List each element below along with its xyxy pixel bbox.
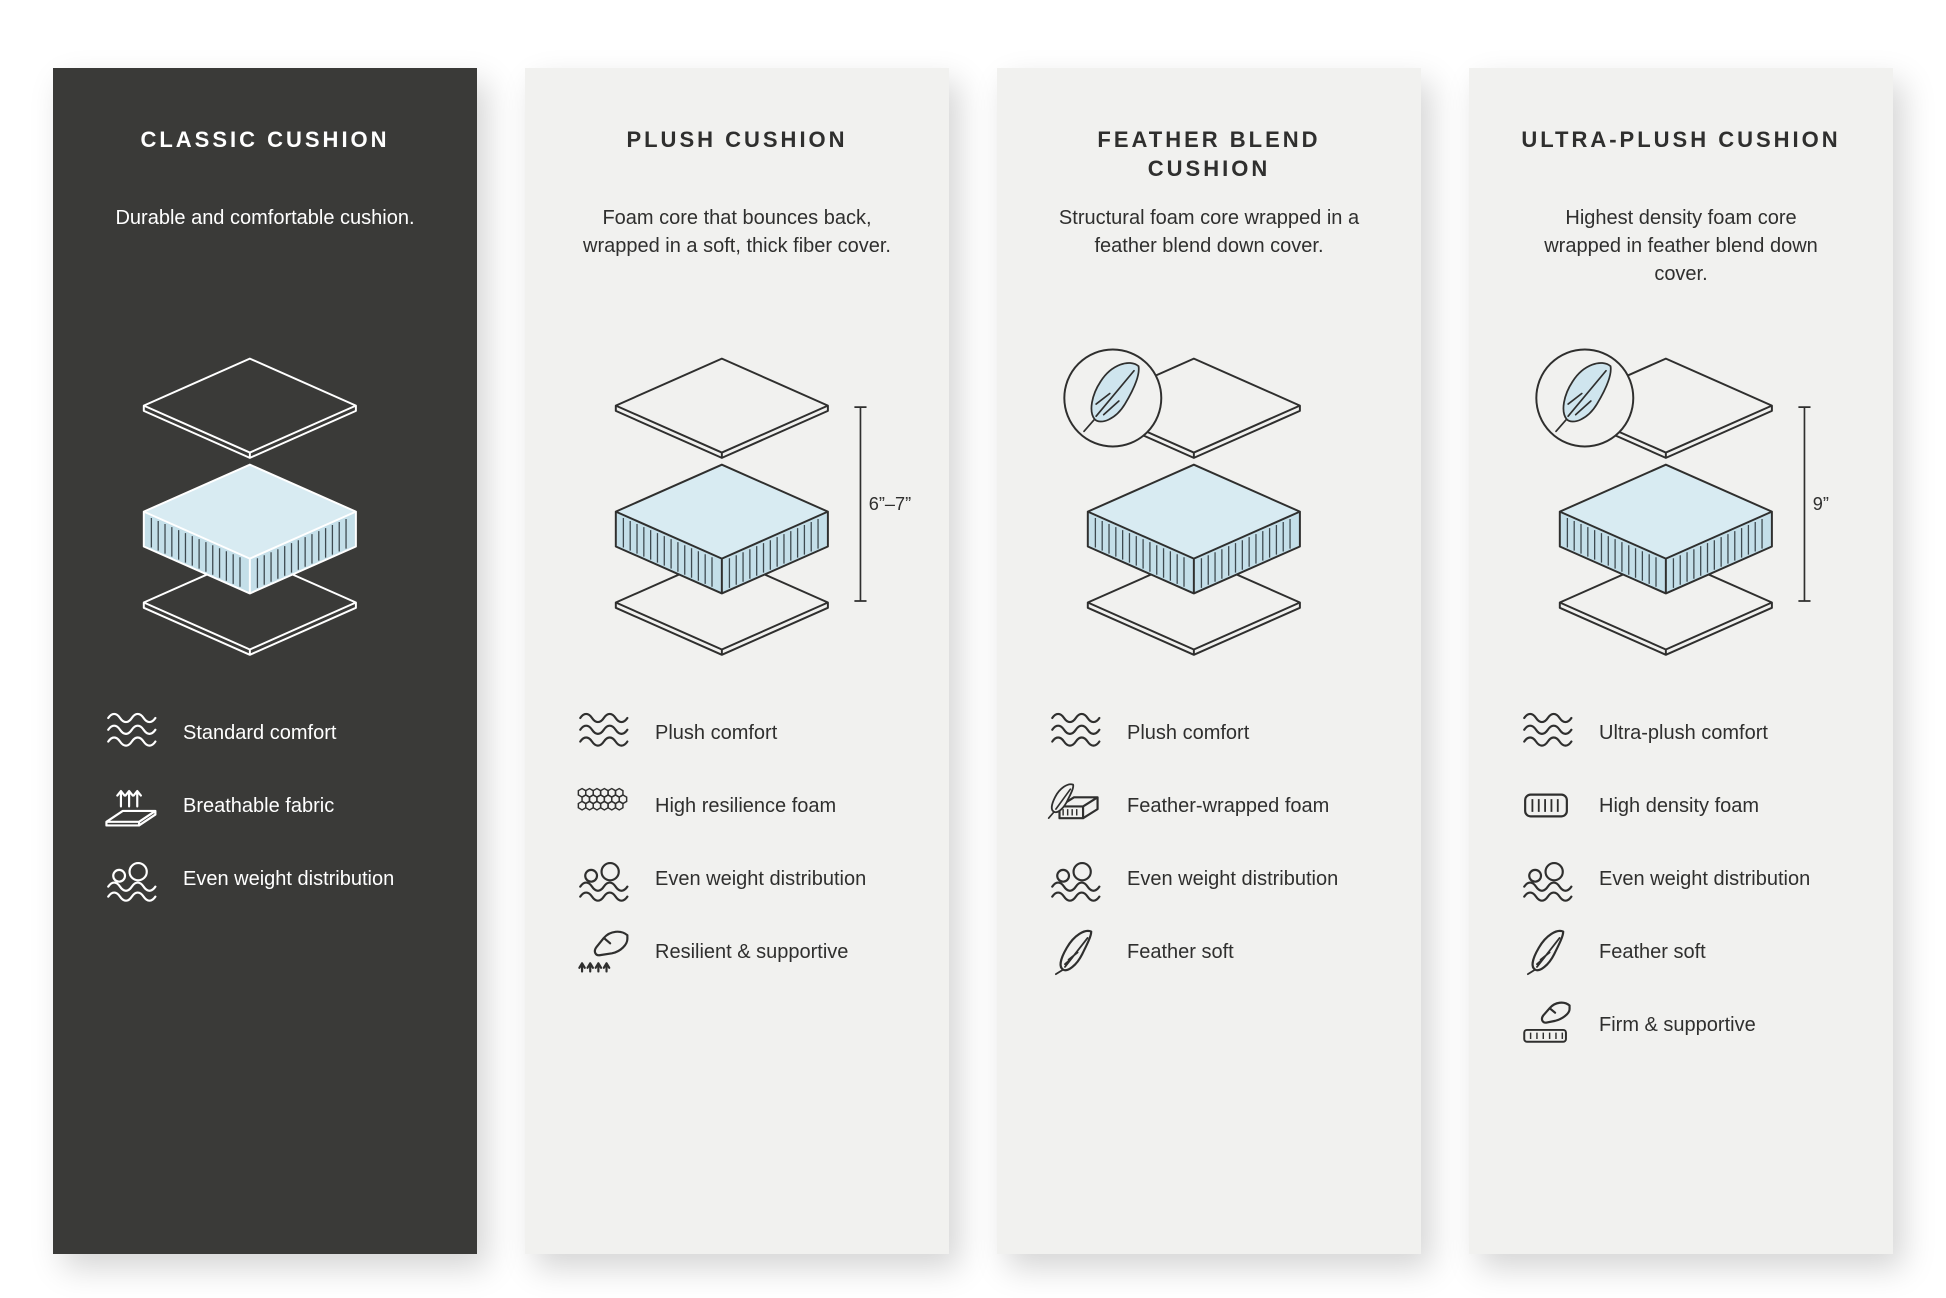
even-weight-icon xyxy=(1043,854,1105,903)
card-classic-cushion: CLASSIC CUSHION Durable and comfortable … xyxy=(53,68,477,1254)
card-title: PLUSH CUSHION xyxy=(626,127,848,152)
svg-text:9”: 9” xyxy=(1813,494,1829,514)
feature-label: Standard comfort xyxy=(183,721,337,744)
feature-item: High density foam xyxy=(1515,781,1859,830)
cushion-layers-diagram: 9” xyxy=(1503,320,1859,692)
cushion-illustration: 6”–7” xyxy=(614,357,911,656)
feature-label: High density foam xyxy=(1599,794,1760,817)
feature-item: Even weight distribution xyxy=(1515,854,1859,903)
card-title: FEATHER BLEND CUSHION xyxy=(1097,127,1321,181)
card-title: ULTRA-PLUSH CUSHION xyxy=(1521,127,1841,152)
feature-item: Feather-wrapped foam xyxy=(1043,781,1387,830)
feature-label: Breathable fabric xyxy=(183,794,335,817)
feature-item: Plush comfort xyxy=(571,708,915,757)
even-weight-icon xyxy=(1515,854,1577,903)
feature-label: Firm & supportive xyxy=(1599,1013,1756,1036)
feature-label: Plush comfort xyxy=(1127,721,1250,744)
card-ultra-plush-cushion: ULTRA-PLUSH CUSHION Highest density foam… xyxy=(1469,68,1893,1254)
waves-icon xyxy=(1043,708,1105,757)
feature-label: High resilience foam xyxy=(655,794,837,817)
cushion-comparison-infographic: CLASSIC CUSHION Durable and comfortable … xyxy=(53,68,1893,1254)
card-description: Foam core that bounces back, wrapped in … xyxy=(583,207,891,257)
feather-icon xyxy=(1043,927,1105,976)
honeycomb-foam-icon xyxy=(571,781,633,830)
feature-item: Even weight distribution xyxy=(99,854,443,903)
cushion-illustration xyxy=(142,357,357,656)
card-plush-cushion: PLUSH CUSHION Foam core that bounces bac… xyxy=(525,68,949,1254)
firm-supportive-icon xyxy=(1515,1000,1577,1049)
feature-item: Standard comfort xyxy=(99,708,443,757)
card-description: Highest density foam core wrapped in fea… xyxy=(1544,207,1818,285)
feature-label: Plush comfort xyxy=(655,721,778,744)
breathable-fabric-icon xyxy=(99,781,161,830)
feature-item: Firm & supportive xyxy=(1515,1000,1859,1049)
even-weight-icon xyxy=(99,854,161,903)
svg-text:6”–7”: 6”–7” xyxy=(869,494,911,514)
feature-item: Ultra-plush comfort xyxy=(1515,708,1859,757)
feature-label: Resilient & supportive xyxy=(655,940,849,963)
feature-item: High resilience foam xyxy=(571,781,915,830)
resilient-supportive-icon xyxy=(571,927,633,976)
feature-item: Resilient & supportive xyxy=(571,927,915,976)
feature-label: Ultra-plush comfort xyxy=(1599,721,1768,744)
feature-item: Feather soft xyxy=(1515,927,1859,976)
waves-icon xyxy=(571,708,633,757)
waves-icon xyxy=(99,708,161,757)
feature-item: Breathable fabric xyxy=(99,781,443,830)
cushion-illustration xyxy=(1063,348,1301,656)
feather-icon xyxy=(1515,927,1577,976)
cushion-layers-diagram xyxy=(87,320,443,692)
feature-item: Even weight distribution xyxy=(1043,854,1387,903)
card-title: CLASSIC CUSHION xyxy=(140,127,390,152)
feature-label: Even weight distribution xyxy=(1599,867,1811,890)
card-feather-blend-cushion: FEATHER BLEND CUSHION Structural foam co… xyxy=(997,68,1421,1254)
feather-wrapped-foam-icon xyxy=(1043,781,1105,830)
feature-label: Even weight distribution xyxy=(655,867,867,890)
feature-label: Even weight distribution xyxy=(183,867,395,890)
waves-icon xyxy=(1515,708,1577,757)
card-description: Durable and comfortable cushion. xyxy=(115,207,415,229)
feature-label: Feather soft xyxy=(1599,940,1706,963)
cushion-illustration: 9” xyxy=(1535,348,1829,656)
feature-item: Plush comfort xyxy=(1043,708,1387,757)
feature-label: Feather-wrapped foam xyxy=(1127,794,1330,817)
cushion-layers-diagram xyxy=(1031,320,1387,692)
feature-label: Feather soft xyxy=(1127,940,1234,963)
cushion-layers-diagram: 6”–7” xyxy=(559,320,915,692)
even-weight-icon xyxy=(571,854,633,903)
card-description: Structural foam core wrapped in a feathe… xyxy=(1058,207,1360,257)
feature-item: Feather soft xyxy=(1043,927,1387,976)
feature-label: Even weight distribution xyxy=(1127,867,1339,890)
feature-item: Even weight distribution xyxy=(571,854,915,903)
high-density-foam-icon xyxy=(1515,781,1577,830)
